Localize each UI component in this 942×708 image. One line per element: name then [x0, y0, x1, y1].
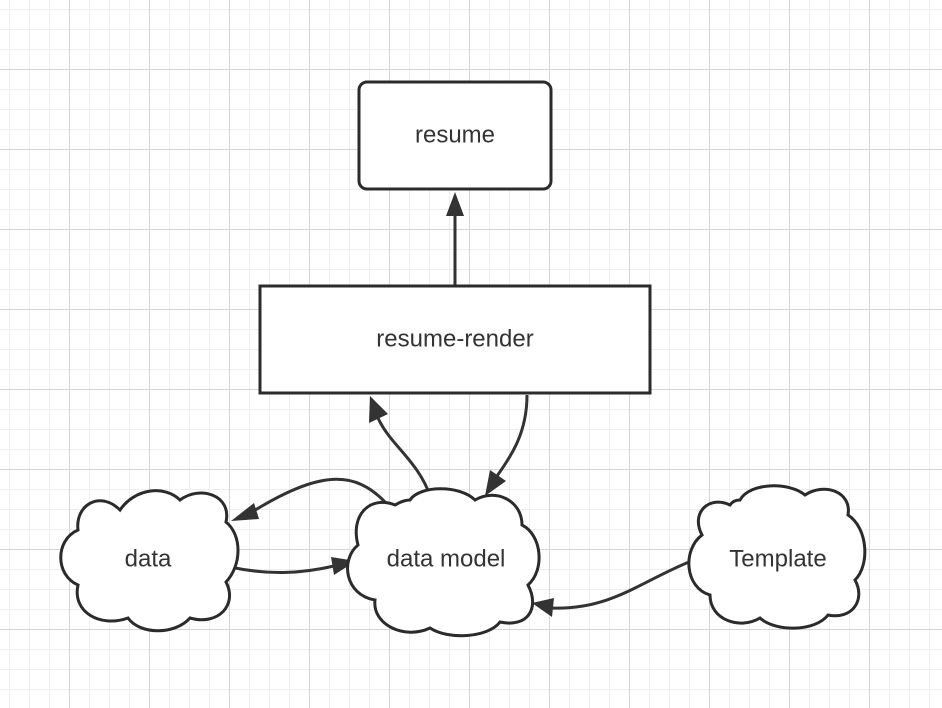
data-cloud-shape: [59, 489, 240, 633]
arrowhead-model-to-data: [231, 503, 259, 521]
arrowhead-template-to-model: [532, 598, 554, 617]
arrowhead-render-to-model: [485, 470, 506, 496]
edge-model-to-data: [251, 477, 388, 514]
data-model-label: data model: [387, 545, 506, 572]
edge-model-to-render: [376, 417, 433, 499]
template-label: Template: [729, 545, 826, 572]
node-data[interactable]: data: [59, 489, 240, 633]
resume-render-box: [258, 284, 652, 395]
node-resume-render[interactable]: resume-render: [258, 284, 652, 395]
edge-data-to-model: [229, 564, 335, 575]
arrowhead-render-to-resume: [446, 192, 464, 216]
node-template[interactable]: Template: [687, 484, 867, 630]
data-label: data: [125, 545, 172, 572]
edge-render-to-model: [495, 394, 529, 477]
node-resume[interactable]: resume: [357, 80, 553, 191]
edges: [229, 192, 690, 617]
edge-template-to-model: [551, 560, 690, 610]
template-cloud-shape: [687, 484, 867, 630]
node-data-model[interactable]: data model: [346, 487, 541, 638]
resume-label: resume: [415, 121, 495, 148]
arrowhead-model-to-render: [369, 396, 388, 423]
data-model-cloud-shape: [346, 487, 541, 638]
resume-box: [357, 80, 553, 191]
resume-render-label: resume-render: [376, 325, 533, 352]
